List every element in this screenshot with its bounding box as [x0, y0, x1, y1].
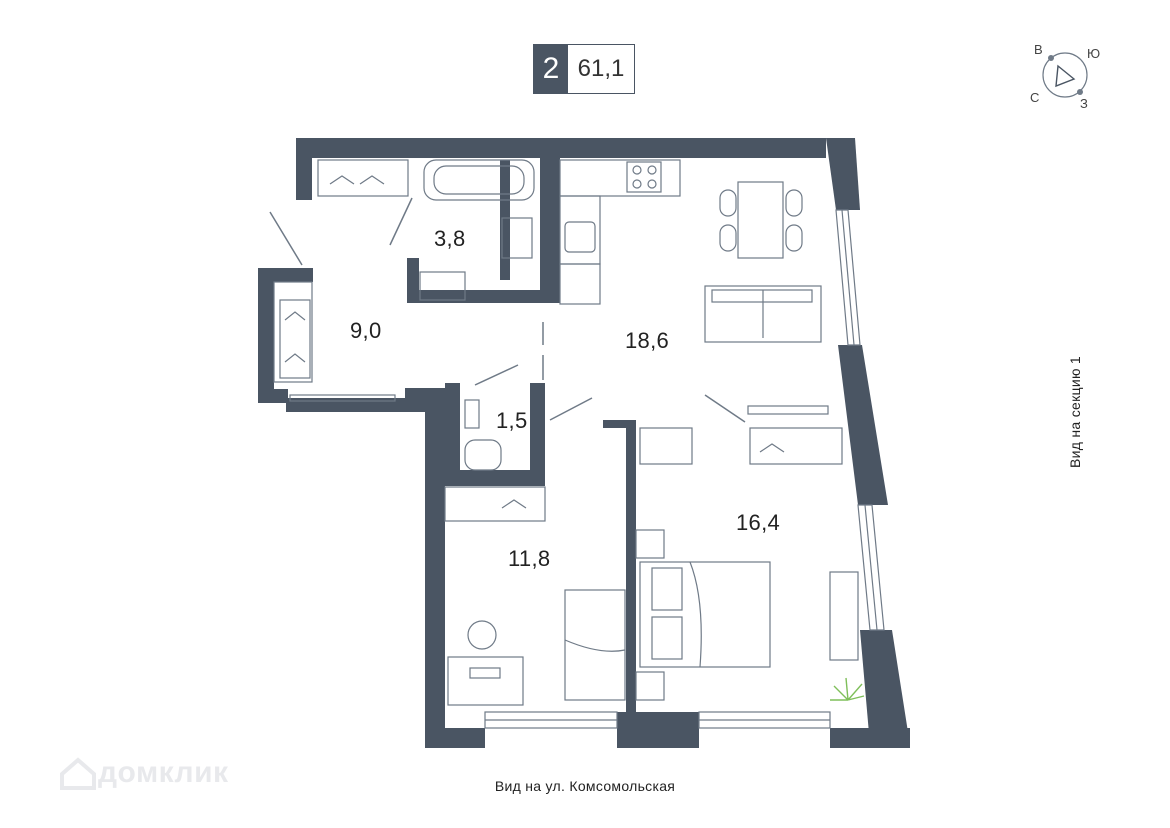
windows [273, 209, 885, 729]
compass-east-label: Ю [1087, 46, 1101, 61]
furniture [279, 159, 859, 706]
doors [269, 197, 746, 423]
watermark-text: домклик [98, 756, 229, 789]
compass-west-label: С [1030, 90, 1040, 105]
walls [258, 138, 910, 748]
total-area: 61,1 [568, 45, 634, 93]
plant-icon [830, 677, 865, 701]
watermark: домклик [58, 756, 229, 790]
house-icon [60, 757, 96, 790]
area-bedroom: 16,4 [736, 510, 781, 535]
compass-south-label: З [1080, 96, 1088, 111]
area-hall: 9,0 [350, 318, 382, 343]
rooms-count: 2 [534, 45, 568, 93]
area-bathroom: 3,8 [434, 226, 466, 251]
apartment-badge: 2 61,1 [533, 44, 635, 94]
view-label-right: Вид на секцию 1 [1067, 355, 1083, 469]
compass-north-label: В [1034, 42, 1043, 57]
area-room-2: 11,8 [508, 546, 551, 571]
area-kitchen-living: 18,6 [625, 328, 670, 353]
compass-icon [1042, 52, 1088, 98]
area-wc: 1,5 [496, 408, 528, 433]
view-label-bottom: Вид на ул. Комсомольская [494, 778, 676, 794]
